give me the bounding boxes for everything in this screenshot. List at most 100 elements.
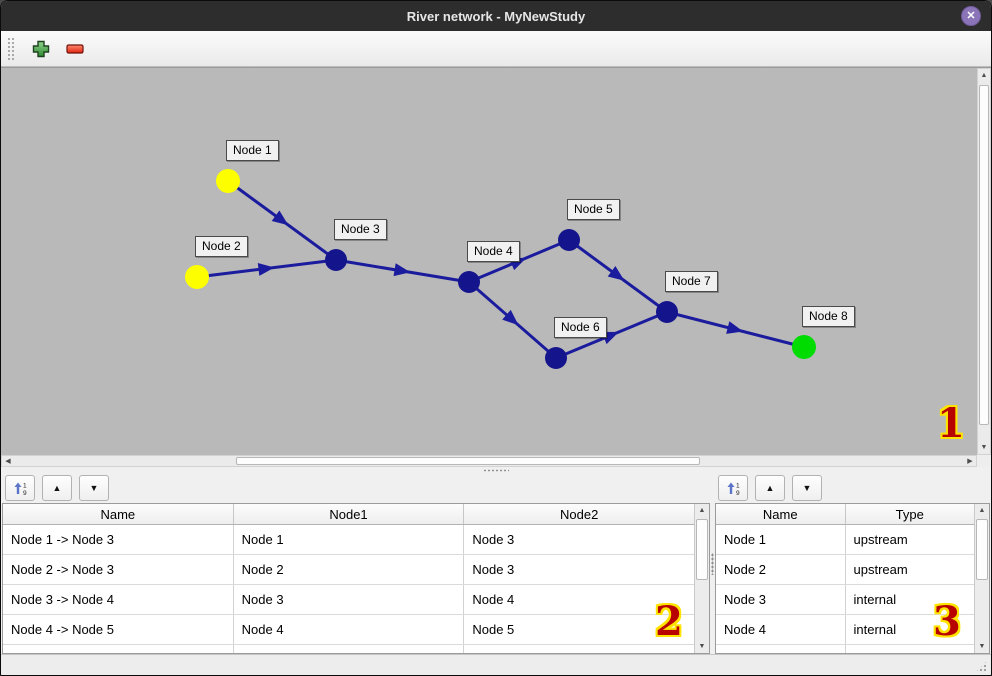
scroll-down-icon[interactable]: ▼	[980, 444, 988, 451]
table-row[interactable]	[3, 645, 694, 653]
canvas-vertical-scrollbar[interactable]: ▲ ▼	[977, 68, 991, 455]
nodes-toolbar: 1 9 ▲ ▼	[715, 473, 990, 503]
scroll-down-icon[interactable]: ▼	[698, 643, 706, 650]
scroll-up-icon[interactable]: ▲	[978, 507, 986, 514]
close-icon: ✕	[966, 9, 976, 22]
svg-text:1: 1	[23, 482, 27, 489]
edge-arrow-icon	[393, 263, 411, 277]
table-cell[interactable]: internal	[853, 622, 897, 637]
table-row[interactable]: Node 1 upstream	[716, 525, 974, 555]
titlebar[interactable]: River network - MyNewStudy ✕	[1, 1, 991, 31]
table-cell[interactable]: Node 3	[472, 562, 515, 577]
edges-table-scrollbar[interactable]: ▲ ▼	[694, 504, 709, 653]
node-label[interactable]: Node 3	[334, 219, 387, 240]
table-cell[interactable]: Node 3	[234, 585, 465, 614]
edges-toolbar: 1 9 ▲ ▼	[2, 473, 710, 503]
scroll-right-icon[interactable]: ▶	[967, 457, 973, 465]
network-node[interactable]	[185, 265, 209, 289]
sort-button[interactable]: 1 9	[5, 475, 35, 501]
node-label[interactable]: Node 2	[195, 236, 248, 257]
table-cell[interactable]	[3, 645, 234, 653]
table-cell[interactable]: Node 1 -> Node 3	[3, 525, 234, 554]
edge-arrow-icon	[271, 210, 289, 226]
move-down-button[interactable]: ▼	[792, 475, 822, 501]
table-row[interactable]	[716, 645, 974, 653]
network-node[interactable]	[216, 169, 240, 193]
table-cell[interactable]: upstream	[853, 532, 908, 547]
network-node[interactable]	[545, 347, 567, 369]
table-cell[interactable]: upstream	[853, 562, 908, 577]
table-cell[interactable]: Node 1	[234, 525, 465, 554]
remove-button[interactable]	[66, 40, 84, 58]
move-up-button[interactable]: ▲	[42, 475, 72, 501]
table-row[interactable]: Node 4 internal	[716, 615, 974, 645]
table-cell[interactable]	[846, 645, 975, 653]
network-node[interactable]	[458, 271, 480, 293]
node-label[interactable]: Node 5	[567, 199, 620, 220]
network-node[interactable]	[325, 249, 347, 271]
column-header[interactable]: Node1	[234, 504, 465, 524]
table-cell[interactable]: Node 1	[716, 525, 846, 554]
table-cell[interactable]: Node 4 -> Node 5	[3, 615, 234, 644]
table-cell[interactable]: Node 4	[716, 615, 846, 644]
node-label[interactable]: Node 4	[467, 241, 520, 262]
network-node[interactable]	[792, 335, 816, 359]
scroll-up-icon[interactable]: ▲	[698, 507, 706, 514]
table-cell[interactable]: Node 2	[716, 555, 846, 584]
table-cell[interactable]	[716, 645, 846, 653]
table-cell[interactable]	[464, 645, 694, 653]
plus-icon	[32, 40, 50, 57]
table-cell[interactable]: Node 5	[472, 622, 515, 637]
table-cell[interactable]: Node 3	[716, 585, 846, 614]
scrollbar-thumb[interactable]	[976, 519, 988, 580]
network-node[interactable]	[656, 301, 678, 323]
column-header[interactable]: Name	[3, 504, 234, 524]
network-node[interactable]	[558, 229, 580, 251]
table-cell[interactable]: Node 3 -> Node 4	[3, 585, 234, 614]
add-button[interactable]	[32, 40, 50, 58]
table-cell[interactable]: Node 4	[472, 592, 515, 607]
column-header[interactable]: Name	[716, 504, 846, 524]
scrollbar-thumb[interactable]	[696, 519, 708, 580]
table-cell[interactable]: Node 2 -> Node 3	[3, 555, 234, 584]
scrollbar-thumb[interactable]	[236, 457, 700, 465]
table-row[interactable]: Node 2 upstream	[716, 555, 974, 585]
nodes-table-scrollbar[interactable]: ▲ ▼	[974, 504, 989, 653]
edge-arrow-icon	[726, 321, 744, 334]
splitter-grip-icon	[711, 552, 714, 575]
column-header[interactable]: Node2	[560, 506, 599, 522]
vertical-splitter[interactable]	[710, 473, 715, 654]
network-canvas[interactable]: Node 1 Node 2 Node 3 Node 4 Node 5 Node 6 Node…	[1, 68, 977, 455]
up-arrow-icon: ▲	[52, 483, 62, 493]
table-cell[interactable]	[234, 645, 465, 653]
toolbar-drag-handle[interactable]	[7, 36, 16, 61]
table-row[interactable]: Node 3 internal	[716, 585, 974, 615]
table-cell[interactable]: Node 4	[234, 615, 465, 644]
scroll-left-icon[interactable]: ◀	[5, 457, 11, 465]
scroll-down-icon[interactable]: ▼	[978, 643, 986, 650]
resize-grip-icon[interactable]	[975, 660, 988, 673]
node-label[interactable]: Node 6	[554, 317, 607, 338]
table-cell[interactable]: Node 2	[234, 555, 465, 584]
scrollbar-thumb[interactable]	[979, 85, 989, 425]
network-svg	[185, 169, 816, 369]
table-cell[interactable]: Node 3	[472, 532, 515, 547]
node-label[interactable]: Node 7	[665, 271, 718, 292]
horizontal-splitter[interactable]	[1, 467, 991, 473]
node-label[interactable]: Node 8	[802, 306, 855, 327]
canvas-horizontal-scrollbar[interactable]: ◀ ▶	[1, 455, 977, 467]
close-button[interactable]: ✕	[961, 6, 981, 26]
node-label[interactable]: Node 1	[226, 140, 279, 161]
move-down-button[interactable]: ▼	[79, 475, 109, 501]
table-cell[interactable]: internal	[853, 592, 897, 607]
minus-icon	[66, 43, 84, 54]
column-header[interactable]: Type	[895, 506, 924, 522]
sort-button[interactable]: 1 9	[718, 475, 748, 501]
move-up-button[interactable]: ▲	[755, 475, 785, 501]
scroll-up-icon[interactable]: ▲	[980, 72, 988, 79]
